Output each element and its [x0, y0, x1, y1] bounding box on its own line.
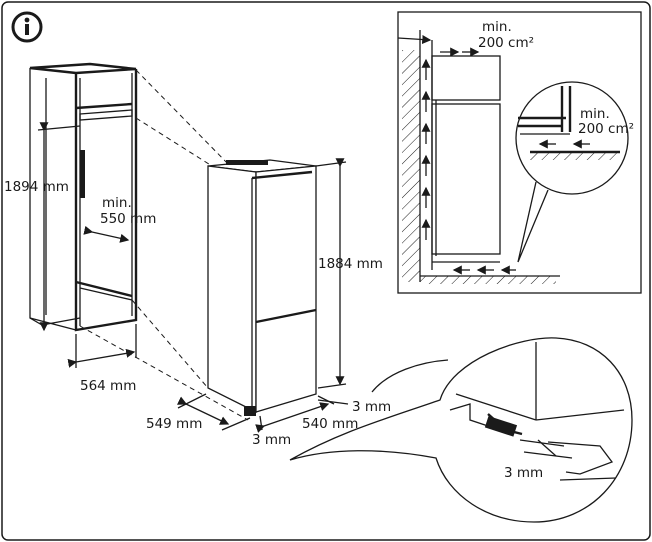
fridge-height-dimension — [315, 158, 347, 389]
niche-cabinet — [29, 62, 138, 332]
info-icon — [11, 11, 43, 43]
niche-depth-label: 550 mm — [100, 211, 156, 227]
niche-depth-min: min. — [102, 195, 132, 211]
niche-width-label: 564 mm — [80, 378, 136, 394]
vent-bottom-label: 200 cm² — [578, 121, 634, 137]
projection-lines — [79, 69, 249, 421]
detail-gap-label: 3 mm — [504, 465, 543, 481]
detail-callout — [289, 337, 633, 523]
fridge-height-label: 1884 mm — [318, 256, 383, 272]
niche-width-dimension — [67, 324, 137, 368]
fridge-appliance — [207, 159, 317, 416]
niche-height-dimension — [37, 122, 81, 332]
vent-top-label: 200 cm² — [478, 35, 534, 51]
vent-bottom-min: min. — [580, 106, 610, 122]
fridge-side-gap-label: 3 mm — [352, 399, 391, 415]
ventilation-panel — [397, 11, 642, 294]
niche-depth-arrow — [83, 225, 130, 243]
fridge-depth-dimension — [177, 393, 251, 431]
niche-height-label: 1894 mm — [4, 179, 69, 195]
fridge-depth-label: 549 mm — [146, 416, 202, 432]
fridge-width-label: 540 mm — [302, 416, 358, 432]
fridge-front-gap-label: 3 mm — [252, 432, 291, 448]
fridge-width-dimension — [255, 395, 349, 433]
vent-top-min: min. — [482, 19, 512, 35]
